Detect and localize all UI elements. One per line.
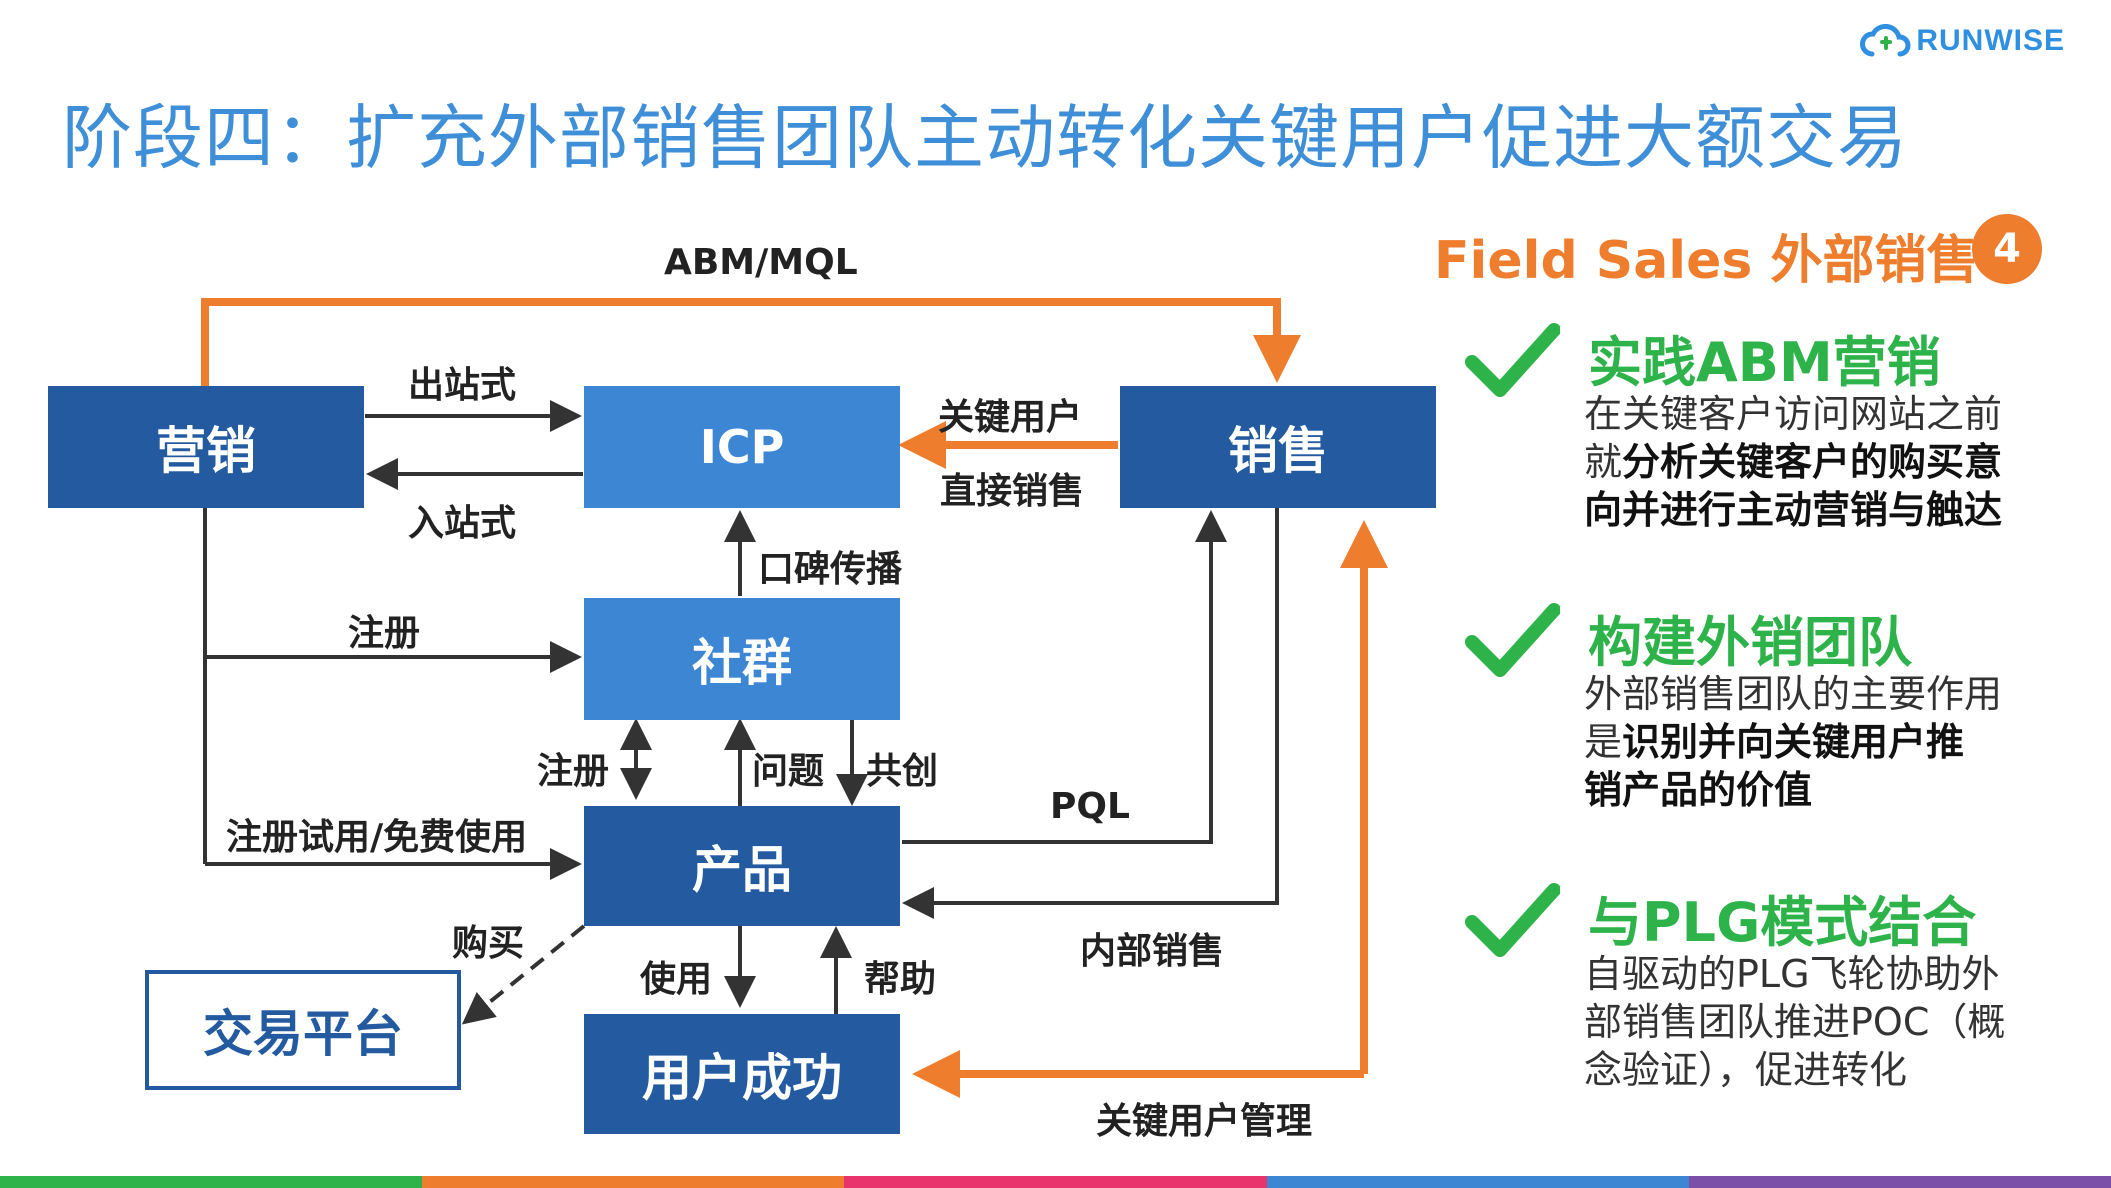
- pql-arrow: [902, 510, 1227, 844]
- feature-title: 构建外销团队: [1588, 611, 1912, 674]
- feature-text: 在关键客户访问网站之前: [1584, 392, 2003, 436]
- word-of-mouth-label: 口碑传播: [758, 549, 903, 590]
- feature-line: 外部销售团队的主要作用: [1584, 670, 2002, 718]
- check-icon: [1465, 883, 1560, 957]
- feature-text: 销产品的价值: [1584, 768, 1813, 812]
- marketing-node: 营销: [48, 386, 364, 508]
- register-product-label: 注册: [537, 751, 610, 792]
- inbound-label: 入站式: [408, 503, 517, 544]
- bar-segment: [1266, 1176, 1689, 1188]
- purchase-label: 购买: [452, 923, 525, 964]
- outbound-label: 出站式: [408, 365, 517, 406]
- feature-title: 实践ABM营销: [1588, 331, 1941, 394]
- abm-mql-label: ABM/MQL: [664, 242, 858, 283]
- feature-text: 念验证），促进转化: [1584, 1048, 1908, 1092]
- feature-line: 自驱动的PLG飞轮协助外: [1584, 950, 2005, 998]
- product-node: 产品: [584, 806, 900, 926]
- feature-text: 是: [1584, 720, 1623, 764]
- feature-line: 念验证），促进转化: [1584, 1046, 2005, 1094]
- community-node: 社群: [584, 598, 900, 720]
- panel-heading: Field Sales 外部销售: [1434, 231, 1979, 291]
- trading-platform-node: 交易平台: [145, 970, 461, 1090]
- feature-title: 与PLG模式结合: [1588, 891, 1977, 954]
- logo-text: RUNWISE: [1916, 24, 2065, 57]
- feature-line: 是识别并向关键用户推: [1584, 718, 2002, 766]
- register-community-label: 注册: [348, 613, 421, 654]
- bar-segment: [844, 1176, 1267, 1188]
- trial-label: 注册试用/免费使用: [226, 817, 528, 858]
- page-title: 阶段四：扩充外部销售团队主动转化关键用户促进大额交易: [62, 97, 1908, 179]
- feature-description: 在关键客户访问网站之前就分析关键客户的购买意向并进行主动营销与触达: [1584, 390, 2002, 534]
- internal-sales-arrow: [902, 508, 1279, 919]
- feature-text: 向并进行主动营销与触达: [1584, 488, 2003, 532]
- icp-node: ICP: [584, 386, 900, 508]
- key-user-label: 关键用户: [938, 397, 1083, 438]
- feature-text: 分析关键客户的购买意: [1622, 440, 2003, 484]
- bottom-color-bar: [0, 1176, 2111, 1188]
- feature-text: 识别并向关键用户推: [1622, 720, 1965, 764]
- feature-text: 就: [1584, 440, 1623, 484]
- feature-line: 在关键客户访问网站之前: [1584, 390, 2002, 438]
- feature-text: 部销售团队推进POC（概: [1584, 1000, 2006, 1044]
- feature-line: 就分析关键客户的购买意: [1584, 438, 2002, 486]
- check-icon: [1465, 323, 1560, 397]
- sales-node: 销售: [1120, 386, 1436, 508]
- pql-label: PQL: [1050, 786, 1130, 827]
- key-user-management-label: 关键用户管理: [1096, 1101, 1313, 1142]
- direct-sales-label: 直接销售: [940, 471, 1085, 512]
- question-label: 问题: [752, 751, 825, 792]
- internal-sales-label: 内部销售: [1080, 931, 1225, 972]
- cloud-link-icon: [1860, 24, 1911, 57]
- feature-description: 外部销售团队的主要作用是识别并向关键用户推销产品的价值: [1584, 670, 2002, 814]
- co-create-label: 共创: [866, 751, 939, 792]
- feature-line: 销产品的价值: [1584, 766, 2002, 814]
- bar-segment: [0, 1176, 423, 1188]
- bar-segment: [1688, 1176, 2111, 1188]
- feature-line: 部销售团队推进POC（概: [1584, 998, 2005, 1046]
- step-badge: 4: [1972, 214, 2042, 284]
- use-label: 使用: [640, 959, 713, 1000]
- bar-segment: [422, 1176, 845, 1188]
- help-label: 帮助: [864, 959, 937, 1000]
- feature-text: 外部销售团队的主要作用: [1584, 672, 2003, 716]
- runwise-logo: RUNWISE: [1860, 24, 2065, 58]
- feature-text: 自驱动的PLG飞轮协助外: [1584, 952, 2000, 996]
- feature-line: 向并进行主动营销与触达: [1584, 486, 2002, 534]
- check-icon: [1465, 603, 1560, 677]
- user-success-node: 用户成功: [584, 1014, 900, 1134]
- feature-description: 自驱动的PLG飞轮协助外部销售团队推进POC（概念验证），促进转化: [1584, 950, 2005, 1094]
- abm-mql-arrow: [201, 298, 1301, 388]
